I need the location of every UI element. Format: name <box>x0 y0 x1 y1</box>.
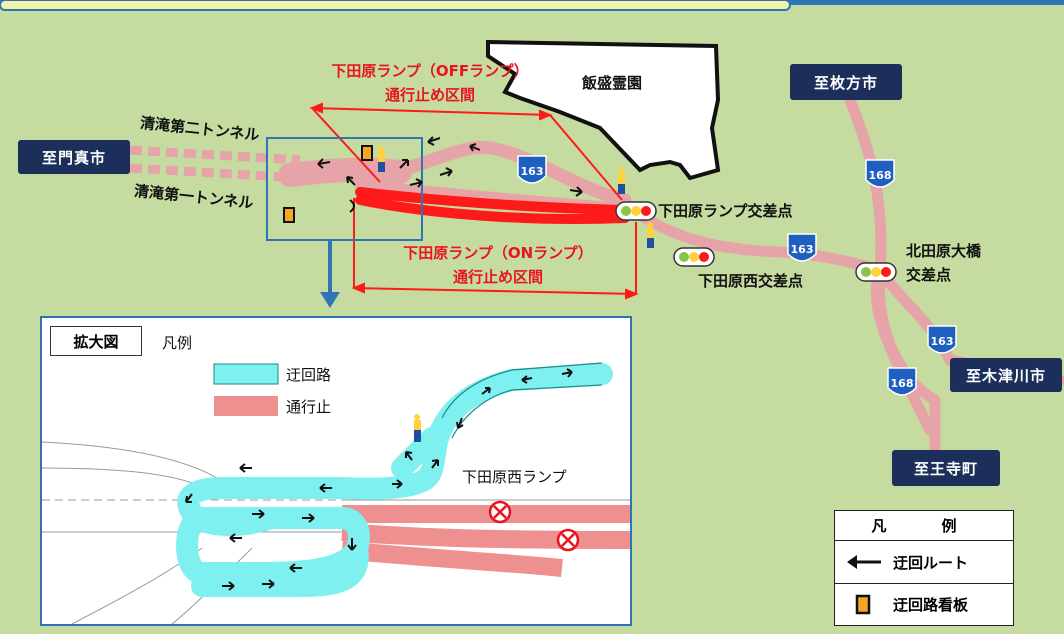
traffic-signal-icon <box>855 262 897 282</box>
flagman-icon <box>647 222 654 248</box>
on-ramp-closure <box>355 187 630 225</box>
flagman-icon <box>414 414 421 442</box>
legend-detour-sign-label: 迂回路看板 <box>893 596 969 614</box>
closure-brackets <box>309 102 639 300</box>
detour-swatch <box>213 363 279 385</box>
left-arrow-icon <box>847 555 881 569</box>
route-shield-icon: 168 <box>887 367 917 396</box>
on-ramp-closure-label-2: 通行止め区間 <box>452 268 543 286</box>
svg-text:168: 168 <box>869 169 892 182</box>
detour-sign-icon <box>283 207 295 223</box>
svg-text:163: 163 <box>791 243 814 256</box>
svg-text:168: 168 <box>891 377 914 390</box>
legend-detour-route-label: 迂回ルート <box>893 553 969 572</box>
detour-sign-icon <box>855 594 871 614</box>
closed-swatch <box>214 396 278 416</box>
route-shield-icon: 168 <box>865 159 895 188</box>
svg-text:163: 163 <box>521 165 544 178</box>
destination-ojicho: 至王寺町 <box>892 450 1000 486</box>
kitatawara-bridge-label-1: 北田原大橋 <box>906 242 982 260</box>
svg-text:163: 163 <box>931 335 954 348</box>
off-ramp-closure-label-2: 通行止め区間 <box>384 86 475 104</box>
legend-detour-route-row: 迂回ルート <box>835 541 1013 584</box>
detour-sign-icon <box>361 145 373 161</box>
enlarged-view-title: 拡大図 <box>50 326 142 356</box>
flagman-icon <box>618 168 625 194</box>
no-entry-sign-icon <box>488 500 512 524</box>
destination-kizugawa: 至木津川市 <box>950 358 1062 392</box>
shimotawara-ramp-intersection-label: 下田原ランプ交差点 <box>658 202 793 220</box>
destination-hirakata: 至枚方市 <box>790 64 902 100</box>
inset-detour-label: 迂回路 <box>286 366 332 384</box>
destination-kadoma: 至門真市 <box>18 140 130 174</box>
legend-detour-sign-row: 迂回路看板 <box>835 584 1013 625</box>
cemetery-label: 飯盛霊園 <box>582 74 643 92</box>
zoom-box <box>266 137 423 241</box>
flagman-icon <box>378 146 385 172</box>
inset-ramp-label: 下田原西ランプ <box>462 468 567 486</box>
legend-title: 凡 例 <box>835 511 1013 541</box>
route-shield-icon: 163 <box>927 325 957 354</box>
traffic-signal-icon <box>615 201 657 221</box>
kitatawara-bridge-label-2: 交差点 <box>906 266 952 284</box>
traffic-signal-icon <box>673 247 715 267</box>
no-entry-sign-icon <box>556 528 580 552</box>
enlarged-view-drawing <box>42 362 630 624</box>
off-ramp-closure-label-1: 下田原ランプ（OFFランプ） <box>331 62 529 80</box>
cemetery-outline <box>486 39 721 181</box>
map-legend: 凡 例 迂回ルート 迂回路看板 <box>834 510 1014 626</box>
shimotawara-nishi-intersection-label: 下田原西交差点 <box>698 272 804 290</box>
route-shield-icon: 163 <box>787 233 817 262</box>
inset-closed-label: 通行止 <box>286 398 332 416</box>
top-title-bar <box>0 0 791 11</box>
on-ramp-closure-label-1: 下田原ランプ（ONランプ） <box>403 244 593 262</box>
enlarged-view: 拡大図 凡例 迂回路 通行止 下田原西ランプ <box>40 316 632 626</box>
route-shield-icon: 163 <box>517 155 547 184</box>
inset-legend-title: 凡例 <box>162 334 193 352</box>
tunnel-dash <box>129 145 301 183</box>
zoom-arrow <box>320 240 340 308</box>
